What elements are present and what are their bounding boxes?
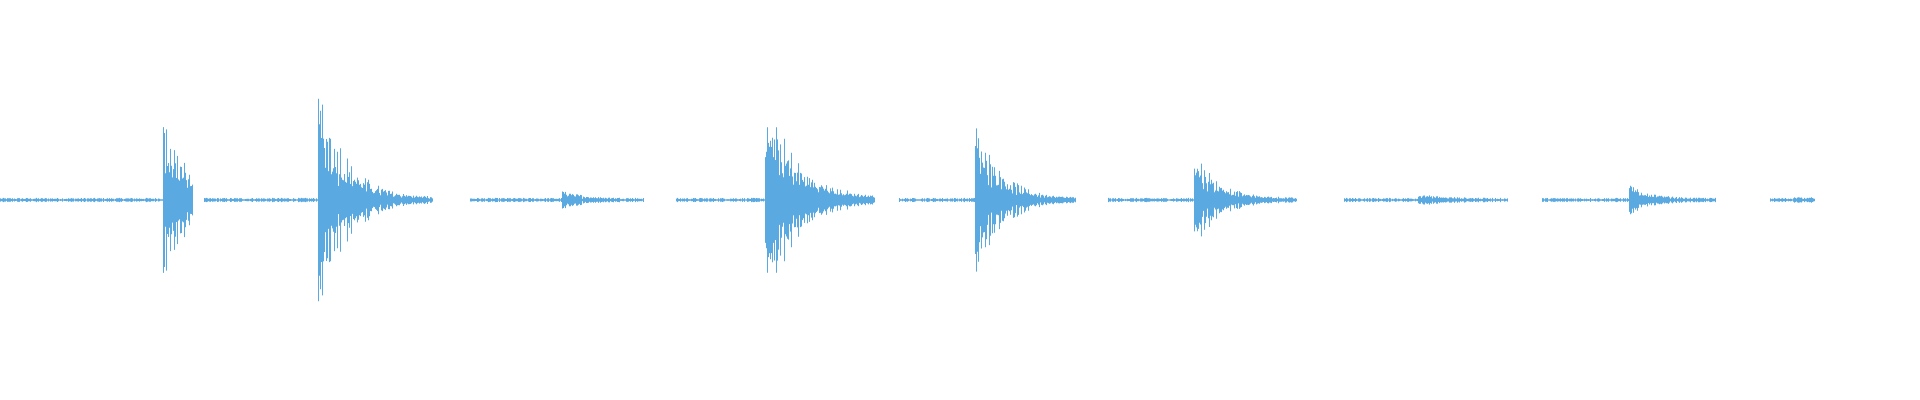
waveform-segment	[204, 98, 433, 302]
waveform-segment	[1542, 185, 1716, 215]
waveform-segment	[0, 127, 193, 273]
waveform-segment	[676, 127, 875, 273]
waveform-segment	[899, 128, 1076, 272]
waveform-segment	[1770, 197, 1815, 203]
waveform-segment	[470, 191, 644, 209]
waveform-segment	[1344, 195, 1508, 205]
waveform-segment	[1108, 163, 1297, 237]
